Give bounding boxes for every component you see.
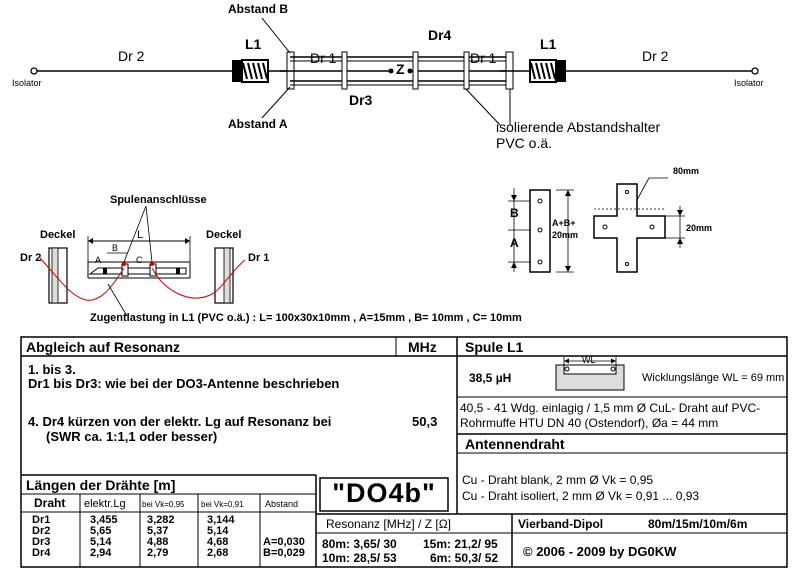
col-vk91: bei Vk=0,91: [201, 500, 244, 509]
label-abstand-a: Abstand A: [228, 117, 288, 131]
right-coil-l1: [529, 59, 566, 83]
label-l1-right: L1: [540, 36, 557, 52]
step1: 1. bis 3.: [28, 362, 76, 377]
label-dim-l: L: [137, 229, 144, 241]
res-10m: 10m: 28,5/ 53: [322, 551, 397, 565]
spule-desc-1: 40,5 - 41 Wdg. einlagig / 1,5 mm Ø CuL- …: [460, 401, 761, 415]
label-dim-c: C: [136, 255, 143, 265]
abgleich-title: Abgleich auf Resonanz: [26, 339, 181, 355]
bands-label: 80m/15m/10m/6m: [648, 517, 748, 531]
label-dr1-small: Dr 1: [248, 252, 270, 264]
laengen-title: Längen der Drähte [m]: [26, 477, 176, 493]
label-spacer-b: B: [510, 206, 519, 220]
label-80mm: 80mm: [673, 166, 700, 176]
col-vk95: bei Vk=0,95: [142, 500, 185, 509]
label-dr1-left: Dr 1: [310, 50, 337, 66]
label-z: Z: [396, 61, 405, 77]
res-80m: 80m: 3,65/ 30: [322, 537, 397, 551]
label-dr2-right: Dr 2: [642, 48, 669, 64]
vk91-values: 3,144 5,14 4,68 2,68: [207, 514, 235, 559]
label-dr4: Dr4: [428, 27, 452, 43]
abstand-values: A=0,030 B=0,029: [263, 536, 305, 559]
col-abstand: Abstand: [265, 499, 299, 509]
label-zugentlastung: Zugentlastung in L1 (PVC o.ä.) : L= 100x…: [90, 312, 522, 324]
res-6m: 6m: 50,3/ 52: [430, 551, 499, 565]
label-l1-left: L1: [245, 36, 262, 52]
step4-value: 50,3: [412, 414, 438, 429]
label-spacer-a: A: [510, 236, 519, 250]
label-deckel-left: Deckel: [40, 229, 76, 241]
step4: 4. Dr4 kürzen von der elektr. Lg auf Res…: [28, 414, 332, 429]
res-15m: 15m: 21,2/ 95: [423, 537, 498, 551]
label-deckel-right: Deckel: [206, 229, 242, 241]
spacer-detail: [508, 177, 685, 273]
table-row: Dr1 Dr2 Dr3 Dr4: [32, 514, 51, 559]
vk95-values: 3,282 5,37 4,88 2,79: [147, 514, 175, 559]
label-20mm: 20mm: [686, 223, 713, 233]
wicklungslaenge: Wicklungslänge WL = 69 mm: [642, 372, 785, 384]
antennendraht-title: Antennendraht: [465, 436, 565, 452]
label-isolator-right: Isolator: [734, 78, 764, 88]
mhz-header: MHz: [408, 339, 437, 355]
label-dr3: Dr3: [349, 92, 373, 108]
label-spulenanschluesse: Spulenanschlüsse: [110, 194, 207, 206]
vierband-label: Vierband-Dipol: [518, 517, 604, 531]
spule-title: Spule L1: [465, 339, 524, 355]
antenna-name: "DO4b": [332, 478, 436, 508]
wl-label: WL: [582, 355, 596, 365]
label-abstandshalter-pvc: PVC o.ä.: [496, 135, 553, 151]
col-elektr: elektr.Lg: [84, 498, 126, 510]
label-dr2-left: Dr 2: [118, 48, 145, 64]
label-ab-1: A+B+: [552, 218, 576, 228]
label-dim-b: B: [112, 243, 119, 253]
resonanz-header: Resonanz [MHz] / Z [Ω]: [326, 517, 452, 531]
draht-blank: Cu - Draht blank, 2 mm Ø Vk = 0,95: [462, 473, 654, 487]
coil-detail: [39, 205, 246, 317]
elektr-values: 3,455 5,65 5,14 2,94: [90, 514, 118, 559]
label-dim-a: A: [95, 255, 102, 265]
antenna-diagram: [30, 17, 759, 317]
winding-sketch: [555, 357, 625, 391]
label-ab-2: 20mm: [552, 230, 579, 240]
draht-isoliert: Cu - Draht isoliert, 2 mm Ø Vk = 0,91 ..…: [462, 489, 700, 503]
col-draht: Draht: [34, 496, 66, 510]
label-abstandshalter: isolierende Abstandshalter: [496, 119, 661, 135]
label-dr1-right: Dr 1: [470, 50, 497, 66]
right-isolator-ring: [751, 67, 759, 75]
inductance-value: 38,5 µH: [469, 371, 512, 385]
label-isolator-left: Isolator: [12, 78, 42, 88]
label-dr2-small: Dr 2: [20, 252, 42, 264]
spule-desc-2: Rohrmuffe HTU DN 40 (Ostendorf), Øa = 44…: [460, 416, 719, 430]
copyright: © 2006 - 2009 by DG0KW: [523, 544, 677, 559]
label-abstand-b: Abstand B: [228, 2, 288, 16]
step4b: (SWR ca. 1:1,1 oder besser): [46, 429, 218, 444]
step1b: Dr1 bis Dr3: wie bei der DO3-Antenne bes…: [28, 376, 340, 391]
